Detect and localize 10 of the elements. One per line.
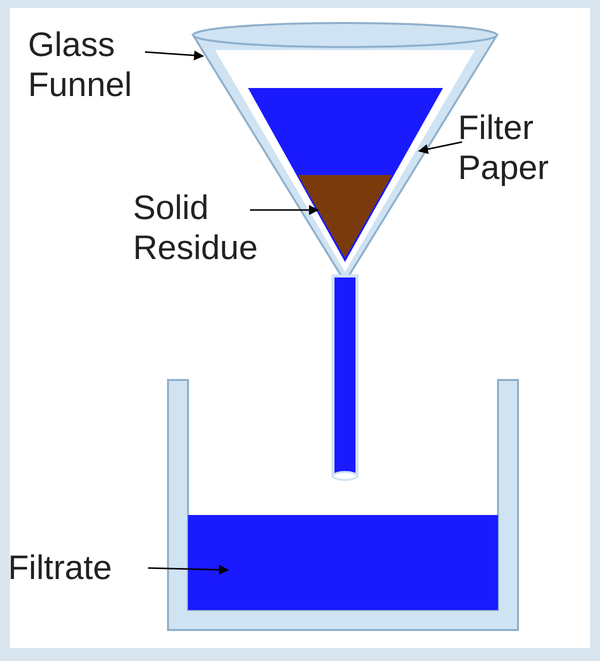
leader-line: [418, 141, 462, 154]
part-label: Filter Paper: [458, 108, 598, 188]
leader-line: [250, 205, 319, 215]
solid-residue-drawing: [298, 175, 392, 258]
filtrate-liquid: [188, 515, 498, 610]
part-label: Glass Funnel: [28, 25, 178, 105]
part-label: Filtrate: [8, 548, 168, 588]
leader-line: [144, 50, 204, 60]
leader-line: [148, 564, 229, 575]
part-label: Solid Residue: [133, 188, 313, 268]
